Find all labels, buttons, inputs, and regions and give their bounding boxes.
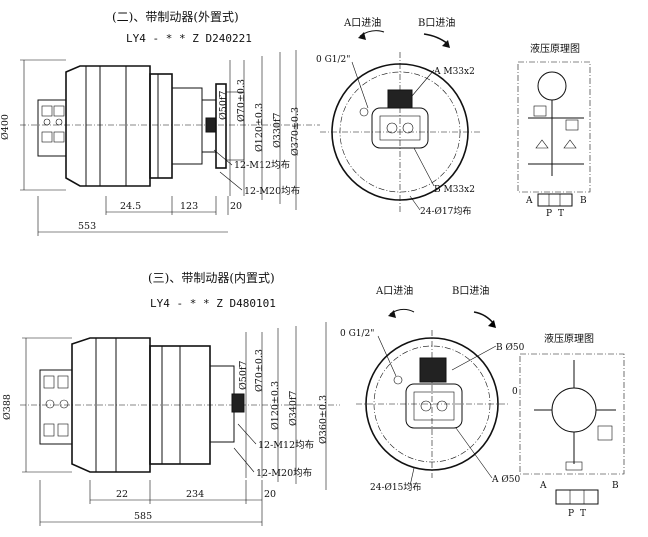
dim-d120: Ø120±0.3: [254, 103, 265, 152]
section-1-title: (二)、带制动器(外置式): [112, 10, 239, 24]
dim-m12: 12-M12均布: [234, 159, 290, 171]
hydraulic-scheme-2: 液压原理图 0 A B P T: [512, 332, 625, 519]
dim-d50f7-2: Ø50f7: [238, 361, 249, 390]
motor-front-view-1: A口进油 B口进油 0 G1/2" A M33x2 B M33x2 24-Ø17…: [316, 16, 480, 217]
scheme-title-1: 液压原理图: [530, 42, 580, 55]
dim-m20-2: 12-M20均布: [256, 467, 312, 479]
dim-d340f7: Ø340f7: [288, 391, 299, 426]
port-b-label-1: B口进油: [418, 16, 455, 29]
dim-d50f7: Ø50f7: [218, 91, 229, 120]
scheme-title-2: 液压原理图: [544, 332, 594, 345]
dimensions-2: Ø388 Ø50f7 Ø70±0.3 Ø120±0.3 Ø340f7 Ø360±…: [2, 337, 329, 526]
dim-d388: Ø388: [2, 394, 13, 420]
port-o-label-1: 0 G1/2": [316, 55, 350, 65]
dim-123: 123: [180, 201, 198, 212]
dim-d70: Ø70±0.3: [236, 79, 247, 122]
motor-front-view-2: A口进油 B口进油 0 G1/2" B Ø50 A Ø50 24-Ø15均布: [340, 284, 525, 493]
dimensions-1: Ø400 Ø50f7 Ø70±0.3 Ø120±0.3 Ø330f7 Ø370±…: [0, 59, 301, 236]
scheme-t-2: T: [580, 509, 586, 519]
scheme-p-1: P: [546, 209, 552, 219]
dim-d370: Ø370±0.3: [290, 107, 301, 156]
dim-d330f7: Ø330f7: [272, 113, 283, 148]
scheme-b-1: B: [580, 196, 587, 206]
motor-side-view-1: [20, 50, 320, 210]
scheme-p-2: P: [568, 509, 574, 519]
dim-22: 22: [116, 489, 128, 500]
dim-d70-2: Ø70±0.3: [254, 349, 265, 392]
scheme-o-2: 0: [512, 387, 518, 397]
section-1: (二)、带制动器(外置式) LY4 - * * Z D240221: [0, 10, 591, 236]
section-2-model: LY4 - * * Z D480101: [150, 297, 276, 310]
port-a-label-1: A口进油: [343, 16, 381, 29]
dim-20: 20: [230, 201, 242, 212]
scheme-a-1: A: [525, 196, 533, 206]
section-1-model: LY4 - * * Z D240221: [126, 32, 252, 45]
dim-585: 585: [134, 511, 152, 522]
arrow-cw-icon: [423, 33, 449, 45]
port-a-d50: A Ø50: [491, 474, 520, 485]
scheme-b-2: B: [612, 481, 619, 491]
section-2: (三)、带制动器(内置式) LY4 - * * Z D480101: [2, 271, 625, 526]
bolt-circle-2: 24-Ø15均布: [370, 481, 421, 493]
arrow-cw-icon-2: [473, 311, 495, 325]
dim-m20: 12-M20均布: [244, 185, 300, 197]
dim-d360: Ø360±0.3: [318, 395, 329, 444]
port-o-label-2: 0 G1/2": [340, 329, 374, 339]
dim-234: 234: [186, 489, 204, 500]
dim-m12-2: 12-M12均布: [258, 439, 314, 451]
dim-d400: Ø400: [0, 114, 11, 140]
bolt-circle-1: 24-Ø17均布: [420, 205, 471, 217]
scheme-a-2: A: [539, 481, 547, 491]
port-b-d50: B Ø50: [496, 342, 525, 353]
port-a-thread: A M33x2: [433, 67, 475, 77]
motor-side-view-2: [20, 322, 340, 490]
dim-553: 553: [78, 221, 96, 232]
port-b-thread: B M33x2: [434, 185, 475, 195]
hydraulic-scheme-1: 液压原理图 A B P T: [517, 42, 591, 219]
port-b-label-2: B口进油: [452, 284, 489, 297]
scheme-t-1: T: [558, 209, 564, 219]
port-a-label-2: A口进油: [375, 284, 413, 297]
dim-d120-2: Ø120±0.3: [270, 381, 281, 430]
dim-20-2: 20: [264, 489, 276, 500]
section-2-title: (三)、带制动器(内置式): [148, 271, 275, 285]
dim-24-5: 24.5: [120, 201, 141, 212]
